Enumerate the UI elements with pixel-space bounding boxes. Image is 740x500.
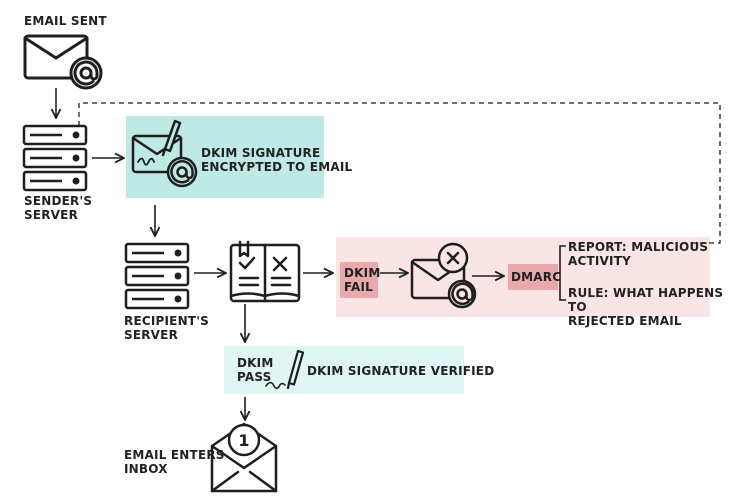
recipients-server-label: RECIPIENT'S SERVER (124, 314, 209, 342)
dmarc-tag (508, 264, 558, 290)
dkim-signature-line1: DKIM SIGNATURE (201, 146, 321, 160)
report-line1: REPORT: MALICIOUS (568, 240, 709, 254)
inbox-line1: EMAIL ENTERS (124, 448, 225, 462)
rule-label: RULE: WHAT HAPPENS TO REJECTED EMAIL (568, 286, 740, 328)
dkim-fail-label: DKIM FAIL (344, 266, 380, 294)
dkim-pass-label: DKIM PASS (237, 356, 273, 384)
dkim-verified-label: DKIM SIGNATURE VERIFIED (307, 364, 495, 378)
inbox-envelope-icon (210, 422, 278, 493)
inbox-line2: INBOX (124, 462, 168, 476)
rule-line1: RULE: WHAT HAPPENS TO (568, 286, 724, 314)
dmarc-bracket (559, 245, 566, 301)
dkim-fail-line2: FAIL (344, 280, 374, 294)
dkim-pass-panel (224, 346, 464, 394)
recipients-server-line2: SERVER (124, 328, 179, 342)
signed-envelope-icon (131, 119, 198, 188)
senders-server-line2: SERVER (24, 208, 79, 222)
dkim-signature-line2: ENCRYPTED TO EMAIL (201, 160, 353, 174)
report-label: REPORT: MALICIOUS ACTIVITY (568, 240, 708, 268)
rule-line2: REJECTED EMAIL (568, 314, 682, 328)
dkim-pass-line2: PASS (237, 370, 272, 384)
envelope-at-icon (23, 34, 103, 90)
report-line2: ACTIVITY (568, 254, 631, 268)
signature-pen-icon (265, 349, 305, 390)
senders-server-label: SENDER'S SERVER (24, 194, 92, 222)
server-icon (22, 124, 88, 192)
dkim-fail-tag (340, 262, 378, 298)
checklist-book-icon (229, 240, 301, 303)
dkim-fail-line1: DKIM (344, 266, 381, 280)
dmarc-label: DMARC (511, 270, 562, 284)
envelope-x-icon (410, 242, 477, 309)
recipients-server-line1: RECIPIENT'S (124, 314, 209, 328)
email-sent-label: EMAIL SENT (24, 14, 107, 28)
dkim-signature-panel (126, 116, 324, 198)
dkim-pass-line1: DKIM (237, 356, 274, 370)
inbox-label: EMAIL ENTERS INBOX (124, 448, 225, 476)
inbox-badge-count: 1 (238, 431, 249, 450)
dkim-signature-label: DKIM SIGNATURE ENCRYPTED TO EMAIL (201, 146, 352, 174)
senders-server-line1: SENDER'S (24, 194, 93, 208)
server-icon (124, 242, 190, 310)
